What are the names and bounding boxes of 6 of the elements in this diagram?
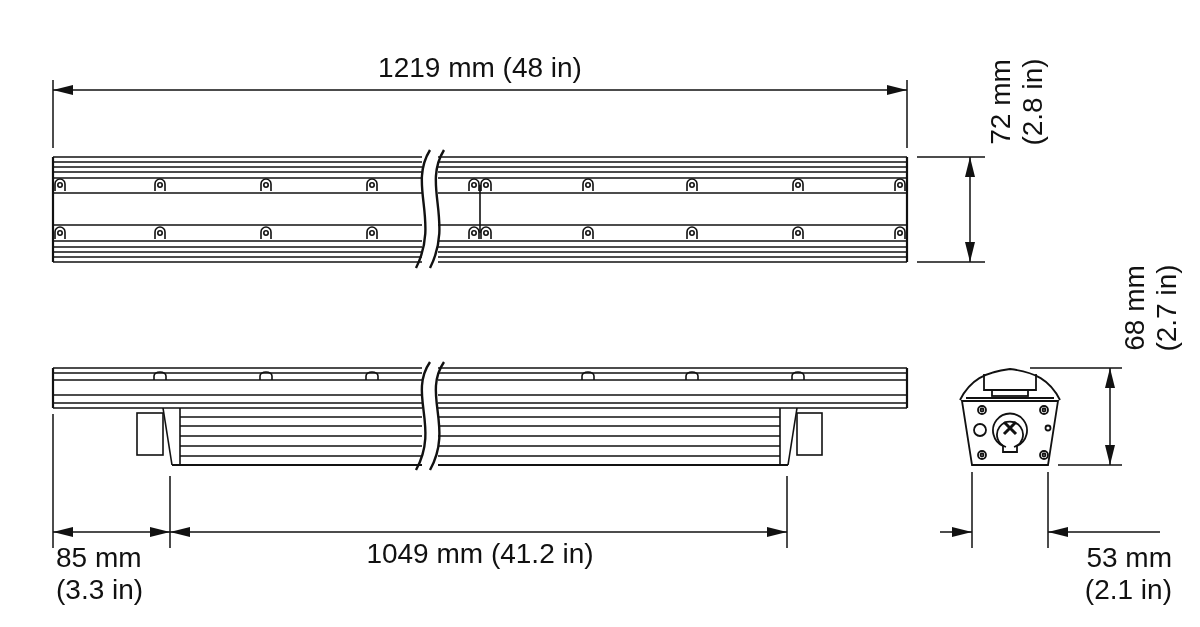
dimension-label: 72 mm (2.8 in) [985,57,1049,148]
dimension-label: 85 mm (3.3 in) [56,542,145,606]
dimension-label: 1049 mm (41.2 in) [365,538,595,570]
dimension-label: 68 mm (2.7 in) [1119,263,1183,354]
dimension-label: 53 mm (2.1 in) [1083,542,1172,606]
dimension-label: 1219 mm (48 in) [377,52,583,84]
